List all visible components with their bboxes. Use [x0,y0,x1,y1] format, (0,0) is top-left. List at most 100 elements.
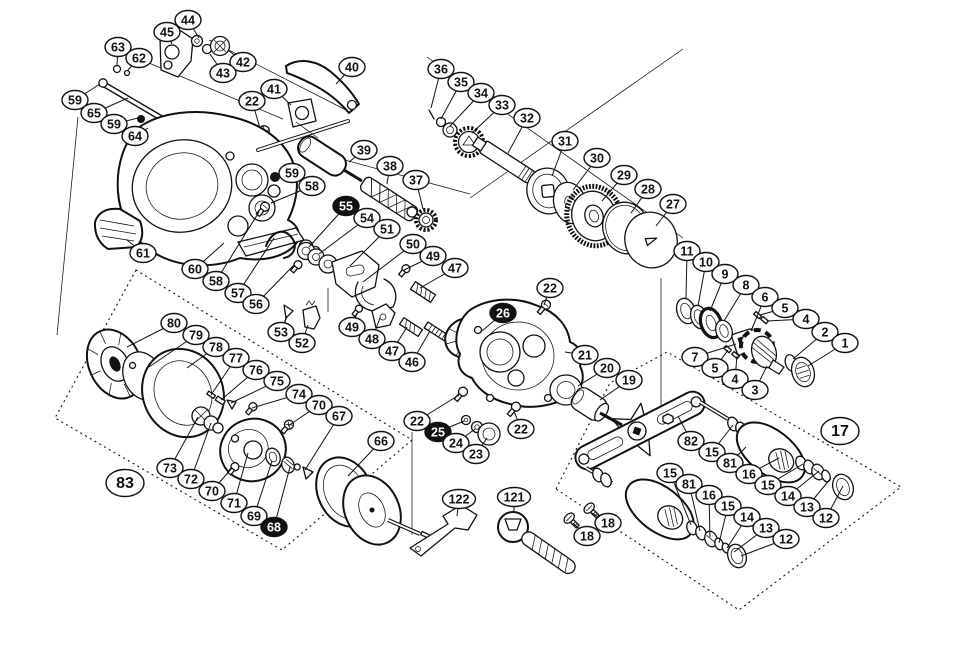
svg-text:49: 49 [345,321,359,335]
svg-text:5: 5 [712,362,719,376]
callout-51: 51 [349,218,401,267]
svg-text:62: 62 [132,52,146,66]
svg-text:58: 58 [209,275,223,289]
callout-56: 56 [242,264,295,315]
callout-69: 69 [240,460,273,527]
svg-text:49: 49 [426,250,440,264]
pawl-53 [283,304,294,319]
svg-text:59: 59 [68,94,82,108]
svg-text:39: 39 [357,144,371,158]
callout-66: 66 [347,430,395,477]
handle-nut-82 [662,413,674,425]
svg-text:80: 80 [167,317,181,331]
cap-25 [460,414,472,426]
callout-62: 62 [125,47,153,71]
svg-text:15: 15 [721,500,735,514]
svg-text:77: 77 [229,352,243,366]
svg-text:81: 81 [723,457,737,471]
svg-text:76: 76 [249,364,263,378]
callout-82: 82 [677,415,705,452]
svg-text:56: 56 [249,298,263,312]
handle-knob-upper [735,421,806,484]
svg-text:70: 70 [312,399,326,413]
callout-25: 25 [424,420,465,443]
callout-28: 28 [630,178,662,214]
svg-text:52: 52 [295,337,309,351]
svg-text:25: 25 [431,426,445,440]
svg-text:45: 45 [160,26,174,40]
callout-67: 67 [304,405,353,471]
callout-81: 81 [716,446,747,474]
callout-31: 31 [551,130,579,177]
callout-60: 60 [181,242,225,280]
clutch-plate-57 [265,230,296,259]
callout-4: 4 [766,308,820,330]
callout-75: 75 [230,370,291,404]
svg-text:82: 82 [684,435,698,449]
callout-78: 78 [186,336,230,369]
svg-text:50: 50 [406,238,420,252]
callout-68: 68 [260,466,291,538]
svg-text:79: 79 [189,329,203,343]
svg-text:75: 75 [270,375,284,389]
svg-text:121: 121 [504,491,525,505]
callout-3: 3 [741,365,769,401]
callout-22: 22 [238,90,266,129]
callout-41: 41 [260,78,292,106]
svg-text:78: 78 [209,341,223,355]
brake-drum-71 [219,417,287,483]
svg-text:51: 51 [380,223,394,237]
callout-17: 17 [820,416,860,446]
tiny-washer [123,69,131,77]
callout-43: 43 [209,53,237,84]
callout-79: 79 [148,324,210,368]
svg-text:29: 29 [617,169,631,183]
callout-34: 34 [449,82,495,127]
svg-text:4: 4 [803,313,810,327]
screw-58a [255,201,271,218]
svg-text:3: 3 [752,384,759,398]
svg-text:32: 32 [520,112,534,126]
callout-5: 5 [759,297,799,319]
svg-text:69: 69 [247,510,261,524]
svg-text:15: 15 [663,467,677,481]
cam-plate-51 [331,250,380,298]
washer-34 [442,122,458,138]
callout-81: 81 [675,473,703,532]
svg-text:9: 9 [722,268,729,282]
callout-7: 7 [681,343,737,368]
callout-16: 16 [735,457,780,485]
svg-text:20: 20 [600,362,614,376]
svg-text:15: 15 [705,446,719,460]
callout-54: 54 [318,207,381,255]
rod-end-cap [98,78,108,88]
callout-22: 22 [507,410,535,440]
callout-1: 1 [807,332,859,367]
callout-72: 72 [177,422,212,490]
washer-35 [435,116,447,128]
callout-37: 37 [402,169,430,210]
callout-50: 50 [362,233,427,283]
callout-15: 15 [698,424,734,463]
svg-text:2: 2 [822,326,829,340]
callout-26: 26 [481,302,517,332]
callout-45: 45 [153,21,181,45]
screw-49a [397,264,411,278]
svg-text:14: 14 [781,490,795,504]
callout-59: 59 [61,83,101,111]
svg-text:40: 40 [345,61,359,75]
callout-15: 15 [754,463,804,496]
svg-text:27: 27 [666,198,680,212]
svg-text:17: 17 [831,423,849,440]
callout-47: 47 [378,326,408,362]
svg-text:38: 38 [383,160,397,174]
svg-text:65: 65 [87,107,101,121]
svg-text:7: 7 [692,351,699,365]
callout-122: 122 [441,488,477,517]
callout-65: 65 [80,97,129,124]
svg-text:19: 19 [622,374,636,388]
callout-8: 8 [723,274,760,322]
callout-22: 22 [536,277,564,306]
screw-22b [453,386,469,403]
svg-text:66: 66 [374,435,388,449]
